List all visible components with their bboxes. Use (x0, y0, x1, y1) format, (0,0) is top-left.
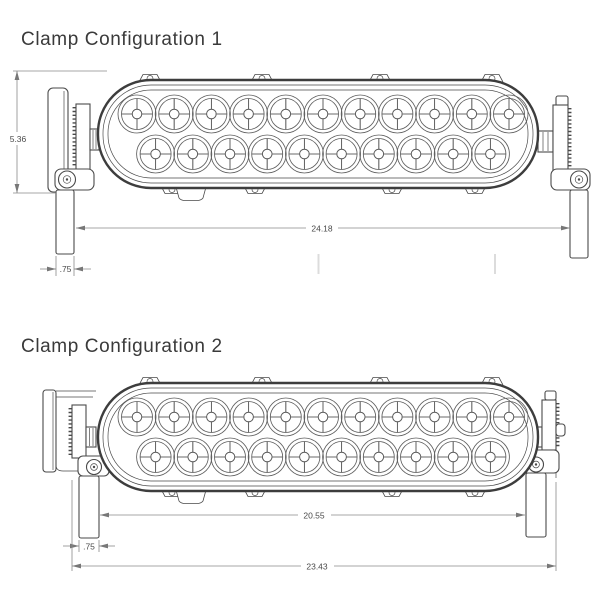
dimension-overall-width: 23.43 (71, 480, 557, 572)
dimension-mount-width: 24.18 (76, 221, 570, 234)
mounting-post (569, 189, 589, 259)
dimension-label-height: 5.36 (10, 134, 27, 144)
left-clamp-assembly-1 (47, 87, 100, 255)
end-cap-side-view (42, 389, 57, 473)
left-clamp-assembly-2 (42, 389, 110, 539)
mounting-post (55, 189, 75, 255)
light-bar-front-view (98, 75, 538, 201)
dimension-label-mount-width: 24.18 (311, 224, 333, 234)
drawing-2-title: Clamp Configuration 2 (21, 336, 223, 357)
dimension-label-clamp-thickness: .75 (60, 264, 72, 274)
drawing-config-2: Clamp Configuration 2 (21, 336, 566, 572)
drawing-config-1: Clamp Configuration 1 (6, 29, 591, 276)
dimension-clamp-thickness: .75 (63, 540, 115, 552)
mounting-post (78, 475, 100, 539)
dimension-label-clamp-thickness: .75 (83, 542, 95, 552)
mounting-stud (85, 426, 97, 448)
right-clamp-assembly-1 (537, 95, 591, 259)
drawing-1-title: Clamp Configuration 1 (21, 29, 223, 50)
mounting-stud (537, 130, 554, 153)
mounting-post (525, 472, 547, 538)
dimension-label-overall-width: 23.43 (306, 562, 328, 572)
light-bar-front-view (98, 378, 538, 504)
dimension-label-mount-width: 20.55 (303, 511, 325, 521)
dimension-mount-width: 20.55 (100, 508, 525, 521)
dimension-height: 5.36 (6, 70, 107, 194)
dimension-clamp-thickness: .75 (40, 256, 91, 276)
